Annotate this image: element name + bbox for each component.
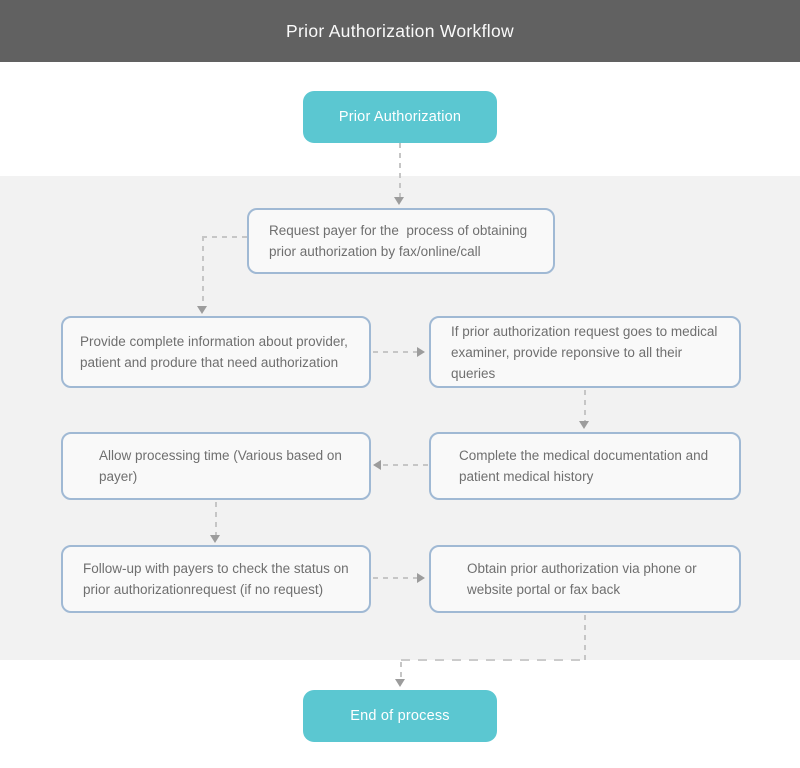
arrowhead-into-end [395, 679, 405, 687]
flow-node-start: Prior Authorization [303, 91, 497, 143]
flow-node-medical-examiner: If prior authorization request goes to m… [429, 316, 741, 388]
flow-node-follow-up: Follow-up with payers to check the statu… [61, 545, 371, 613]
connector-into-end [400, 662, 402, 679]
arrowhead-into-obtain [417, 573, 425, 583]
connector-examiner-to-docs [584, 390, 586, 421]
connector-request-to-provide [202, 236, 204, 306]
start-label: Prior Authorization [338, 109, 462, 125]
page-title: Prior Authorization Workflow [286, 20, 514, 41]
step-text: Request payer for the process of obtaini… [269, 223, 531, 259]
connector-obtain-down [584, 615, 586, 660]
step-text: Obtain prior authorization via phone or … [467, 561, 701, 597]
end-label: End of process [350, 708, 450, 724]
step-text: Allow processing time (Various based on … [99, 448, 346, 484]
flow-node-documentation: Complete the medical documentation and p… [429, 432, 741, 500]
step-text: Provide complete information about provi… [80, 334, 352, 370]
flow-node-end: End of process [303, 690, 497, 742]
arrowhead-into-request [394, 197, 404, 205]
arrowhead-into-examiner [417, 347, 425, 357]
arrowhead-into-follow [210, 535, 220, 543]
connector-request-stub [202, 236, 247, 238]
step-text: Complete the medical documentation and p… [459, 448, 712, 484]
flow-node-obtain-auth: Obtain prior authorization via phone or … [429, 545, 741, 613]
connector-start-to-request [399, 143, 401, 197]
step-text: Follow-up with payers to check the statu… [83, 561, 353, 597]
title-bar: Prior Authorization Workflow [0, 0, 800, 62]
step-text: If prior authorization request goes to m… [451, 323, 722, 381]
connector-follow-to-obtain [373, 577, 417, 579]
connector-obtain-across [401, 659, 586, 661]
arrowhead-into-time [373, 460, 381, 470]
connector-docs-to-time [383, 464, 429, 466]
flow-node-provide-info: Provide complete information about provi… [61, 316, 371, 388]
connector-provide-to-examiner [373, 351, 417, 353]
connector-time-to-follow [215, 502, 217, 536]
arrowhead-into-docs [579, 421, 589, 429]
arrowhead-into-provide [197, 306, 207, 314]
flow-node-request-payer: Request payer for the process of obtaini… [247, 208, 555, 274]
flow-node-processing-time: Allow processing time (Various based on … [61, 432, 371, 500]
